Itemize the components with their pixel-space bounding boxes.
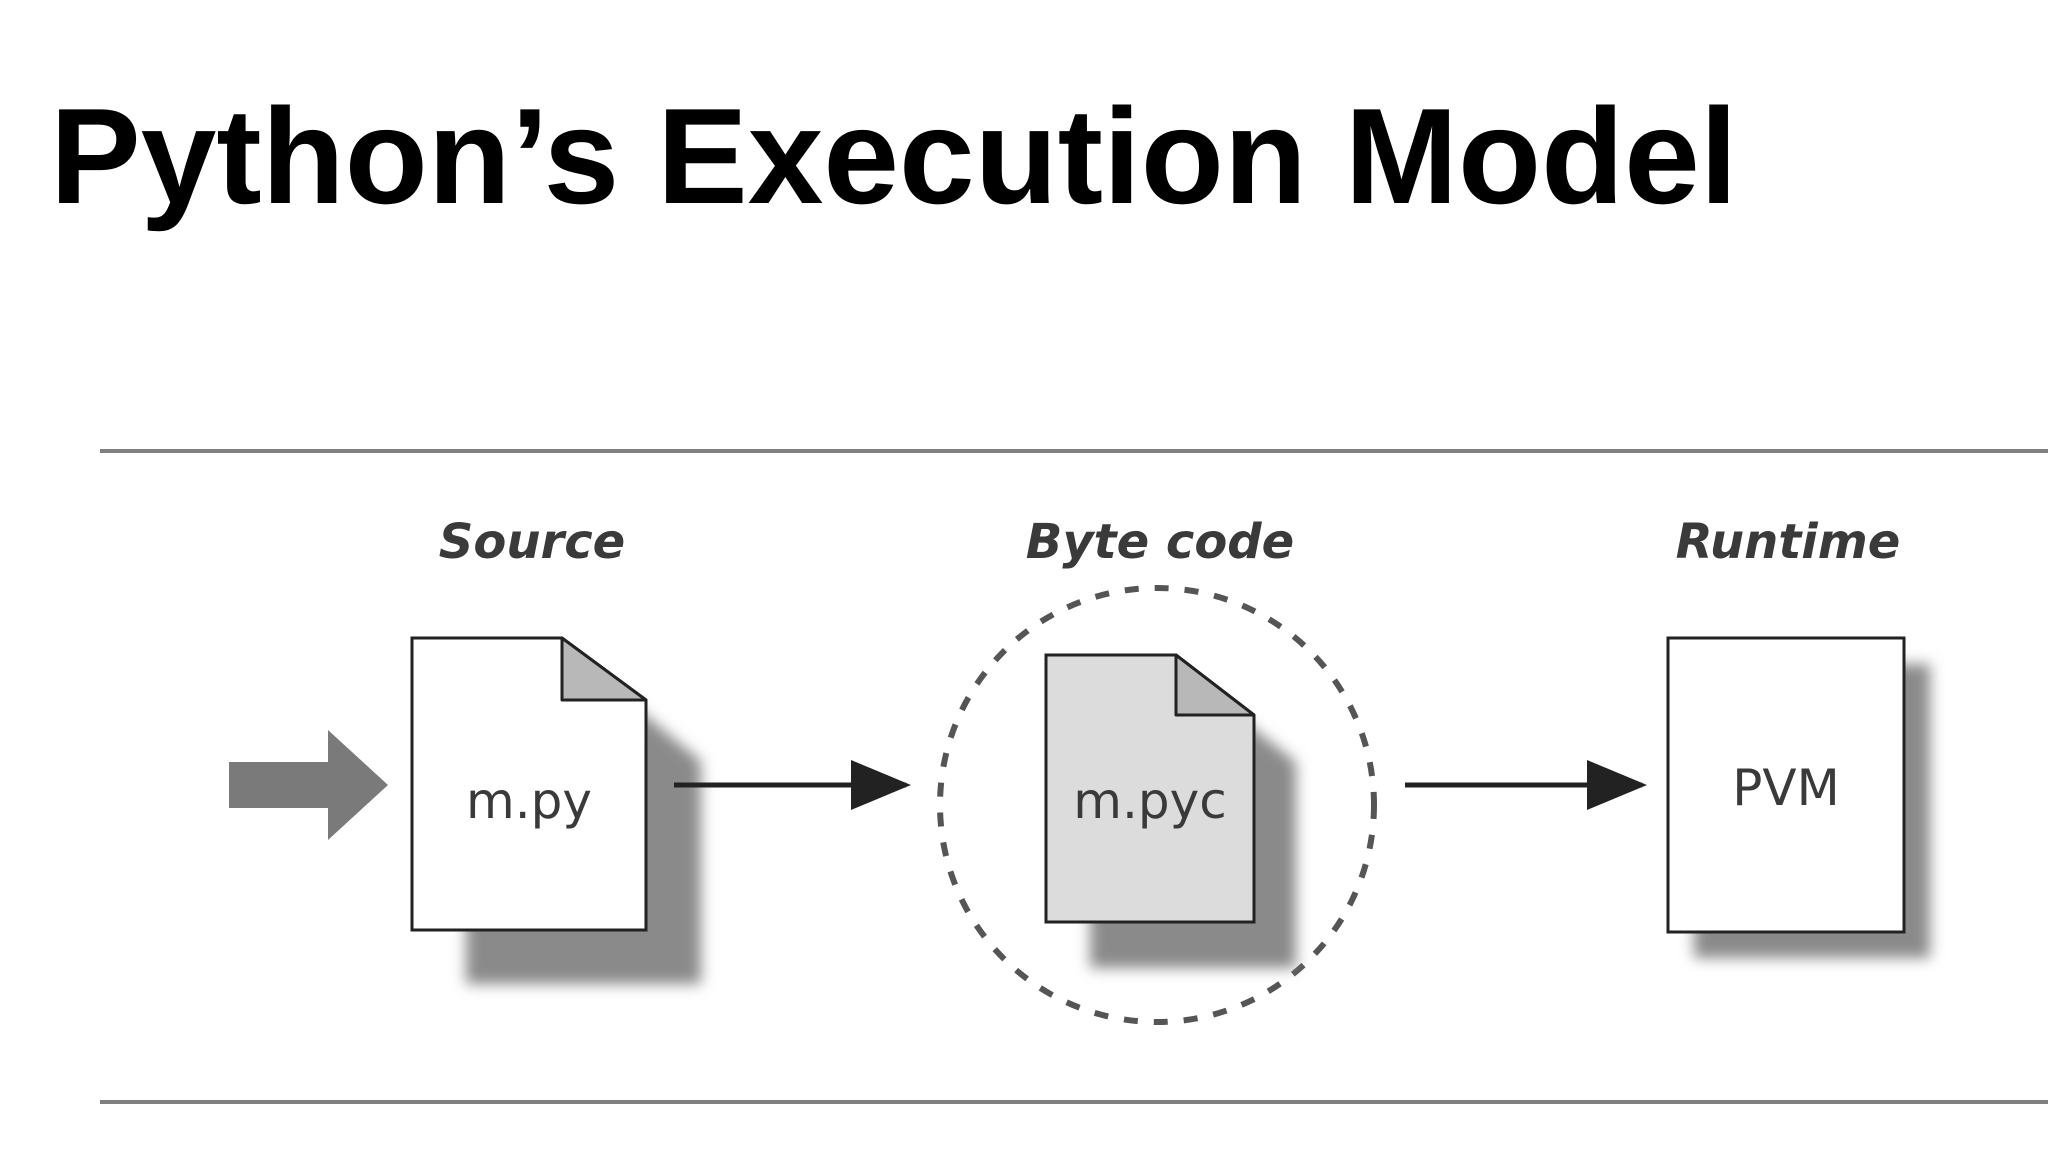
source-file-label: m.py <box>466 772 592 830</box>
pvm-box <box>1666 636 1930 958</box>
source-heading: Source <box>439 514 625 570</box>
slide-title: Python’s Execution Model <box>50 80 1738 232</box>
bytecode-file-label: m.pyc <box>1073 772 1226 830</box>
pvm-label: PVM <box>1732 759 1840 817</box>
input-arrow-icon <box>229 730 388 840</box>
bytecode-dashed-circle <box>937 585 1377 1025</box>
bytecode-heading: Byte code <box>1026 514 1294 570</box>
bytecode-file-icon <box>1044 653 1296 968</box>
runtime-heading: Runtime <box>1676 514 1901 570</box>
source-file-icon <box>410 636 701 984</box>
